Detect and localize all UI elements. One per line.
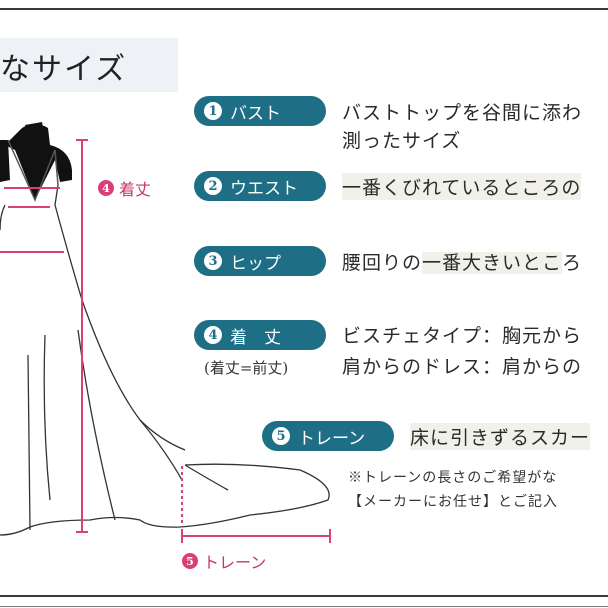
length-pill: 4 着 丈 xyxy=(194,320,326,350)
length-note: (着丈=前丈) xyxy=(204,359,289,377)
bust-pill: 1 バスト xyxy=(194,96,326,126)
number-5-icon: 5 xyxy=(272,427,290,445)
title-background xyxy=(0,38,178,92)
hip-description: 腰回りの一番大きいところ xyxy=(342,252,583,274)
length-description-line2: 肩からのドレス：肩からの xyxy=(342,356,583,378)
train-note-line1: ※トレーンの長さのご希望がな xyxy=(348,470,558,486)
number-4-icon: 4 xyxy=(204,326,222,344)
train-note-line2: 【メーカーにお任せ】とご記入 xyxy=(348,494,558,510)
bust-description-line1: バストトップを谷間に添わ xyxy=(342,102,583,124)
number-1-icon: 1 xyxy=(204,102,222,120)
waist-description: 一番くびれているところの xyxy=(342,173,582,200)
top-border xyxy=(0,8,608,10)
number-5-icon: 5 xyxy=(182,553,198,569)
waist-pill: 2 ウエスト xyxy=(194,171,326,201)
train-pill: 5 トレーン xyxy=(262,421,394,451)
length-measure-label: 4 着丈 xyxy=(98,176,151,200)
bust-description-line2: 測ったサイズ xyxy=(342,130,462,152)
bottom-border-secondary xyxy=(0,606,608,607)
bottom-border xyxy=(0,595,608,597)
page-title: なサイズ xyxy=(0,52,128,87)
length-description-line1: ビスチェタイプ：胸元から xyxy=(342,325,583,347)
train-measure-label: 5 トレーン xyxy=(182,549,266,573)
hip-pill: 3 ヒップ xyxy=(194,246,326,276)
dress-diagram xyxy=(0,122,331,543)
number-2-icon: 2 xyxy=(204,177,222,195)
train-description: 床に引きずるスカー xyxy=(410,423,591,450)
number-4-icon: 4 xyxy=(98,180,114,196)
number-3-icon: 3 xyxy=(204,252,222,270)
